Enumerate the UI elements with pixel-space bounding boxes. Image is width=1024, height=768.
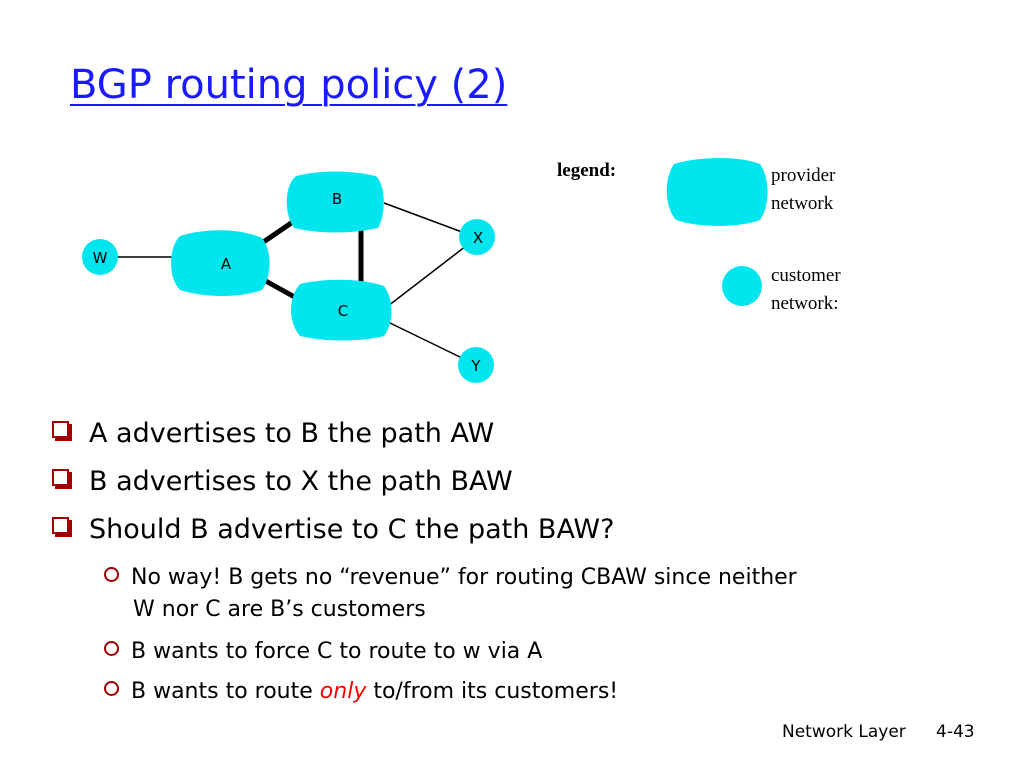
bullet-item: B advertises to X the path BAW	[52, 466, 513, 497]
legend-customer-line2: network:	[771, 293, 839, 314]
customer-network-y	[458, 347, 494, 383]
footer-section: Network Layer	[782, 722, 906, 742]
square-bullet-icon	[52, 517, 69, 534]
node-label-c: C	[338, 302, 348, 320]
bullet-text: B advertises to X the path BAW	[89, 466, 513, 497]
sub-bullet-emphasis: only	[319, 679, 367, 704]
node-label-w: W	[93, 249, 108, 267]
legend-provider-shape	[666, 158, 768, 226]
provider-network-a	[171, 230, 270, 296]
customer-network-w	[82, 239, 118, 275]
sub-bullet-item: No way! B gets no “revenue” for routing …	[104, 562, 797, 626]
sub-bullet-text: B wants to force C to route to w via A	[131, 639, 543, 664]
link-b-x	[383, 202, 463, 233]
node-label-x: X	[473, 229, 483, 247]
sub-bullet-item: B wants to force C to route to w via A	[104, 636, 542, 668]
legend-customer-shape	[722, 266, 762, 306]
sub-bullet-item: B wants to route only to/from its custom…	[104, 676, 618, 708]
node-label-b: B	[332, 190, 342, 208]
link-c-x	[387, 245, 467, 307]
legend-title: legend:	[557, 160, 617, 181]
square-bullet-icon	[52, 469, 69, 486]
footer-page-number: 4-43	[936, 722, 975, 742]
legend-provider-label: provider network	[771, 162, 835, 218]
legend-customer-label: customer network:	[771, 262, 841, 318]
customer-network-x	[459, 219, 495, 255]
legend-provider-line2: network	[771, 193, 834, 214]
bullet-item: A advertises to B the path AW	[52, 418, 494, 449]
link-c-y	[389, 322, 463, 359]
node-label-y: Y	[470, 357, 481, 375]
bullet-text: Should B advertise to C the path BAW?	[89, 514, 615, 545]
provider-network-b	[286, 171, 384, 233]
square-bullet-icon	[52, 421, 69, 438]
node-label-a: A	[221, 255, 232, 273]
legend-provider-line1: provider	[771, 165, 836, 186]
legend-customer-line1: customer	[771, 265, 841, 286]
provider-network-c	[291, 279, 392, 341]
circle-bullet-icon	[104, 641, 119, 656]
circle-bullet-icon	[104, 681, 119, 696]
sub-bullet-text-pre: B wants to route	[131, 679, 320, 704]
sub-bullet-text-continued: W nor C are B’s customers	[133, 597, 426, 622]
bullet-text: A advertises to B the path AW	[89, 418, 495, 449]
slide-title: BGP routing policy (2)	[70, 62, 508, 108]
sub-bullet-text: No way! B gets no “revenue” for routing …	[131, 565, 797, 590]
circle-bullet-icon	[104, 567, 119, 582]
bullet-item: Should B advertise to C the path BAW?	[52, 514, 614, 545]
sub-bullet-text-post: to/from its customers!	[366, 679, 619, 704]
